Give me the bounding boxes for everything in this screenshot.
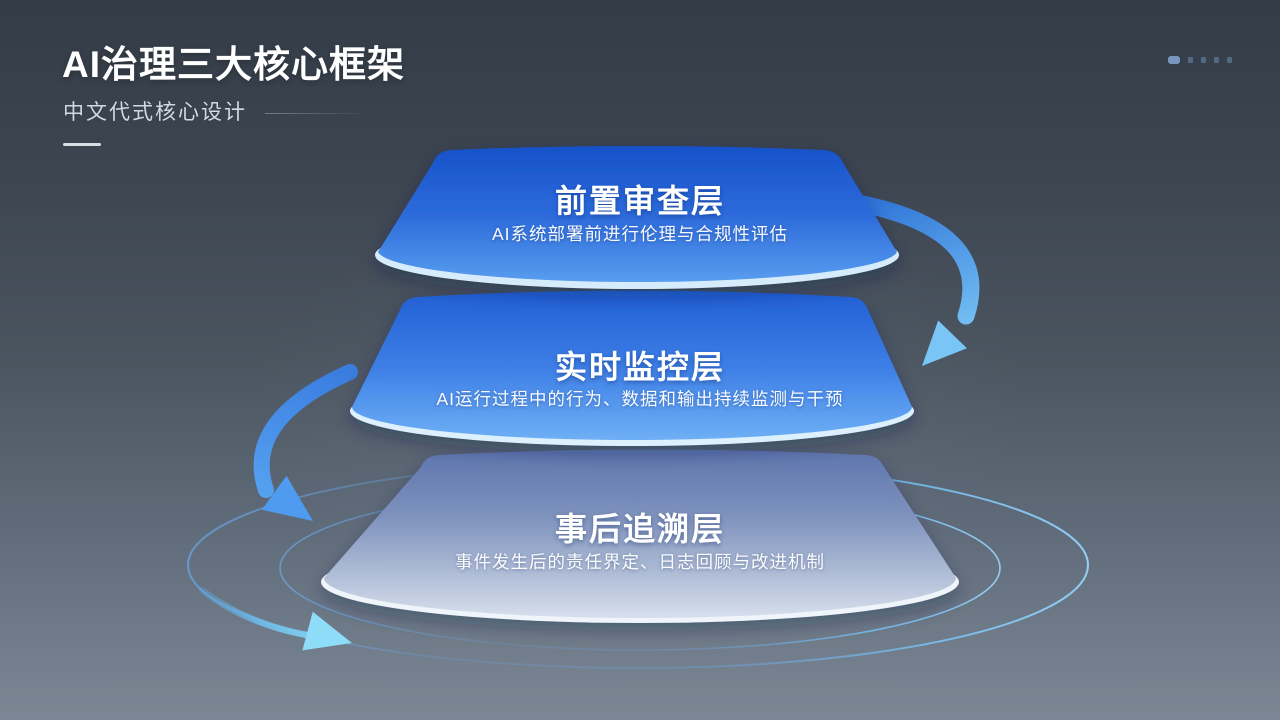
layer1-title: 前置审查层 <box>554 183 725 219</box>
progress-dot[interactable] <box>1201 57 1206 63</box>
subtitle-decor-line <box>265 112 359 114</box>
layer2-title: 实时监控层 <box>554 349 725 385</box>
arrow-layer2-to-layer3 <box>253 364 358 521</box>
layer3-description: 事件发生后的责任界定、日志回顾与改进机制 <box>455 552 825 572</box>
progress-dot[interactable] <box>1188 57 1193 63</box>
layer2-shape <box>350 290 914 446</box>
slide-progress-dots <box>1168 56 1232 64</box>
arrowhead-icon <box>302 611 352 651</box>
layer3-body <box>324 449 956 618</box>
layer2-description: AI运行过程中的行为、数据和输出持续监测与干预 <box>436 389 844 409</box>
layer1-shape <box>375 146 899 289</box>
layer1-description: AI系统部署前进行伦理与合规性评估 <box>491 224 789 244</box>
title-underline <box>63 143 101 146</box>
arrowhead-icon <box>922 320 967 366</box>
progress-dot[interactable] <box>1214 57 1219 63</box>
page-title: AI治理三大核心框架 <box>62 44 405 85</box>
progress-dot[interactable] <box>1227 57 1232 63</box>
arrowhead-icon <box>261 475 313 521</box>
layer3-shape <box>321 449 959 623</box>
layer3-title: 事后追溯层 <box>554 511 725 547</box>
orbit-cycle-arrow <box>198 586 352 651</box>
progress-dot-active[interactable] <box>1168 56 1180 64</box>
page-subtitle: 中文代式核心设计 <box>63 101 247 124</box>
layer2-body <box>352 290 912 440</box>
layer1-body <box>378 146 897 283</box>
arrow-layer1-to-layer2 <box>843 193 980 366</box>
